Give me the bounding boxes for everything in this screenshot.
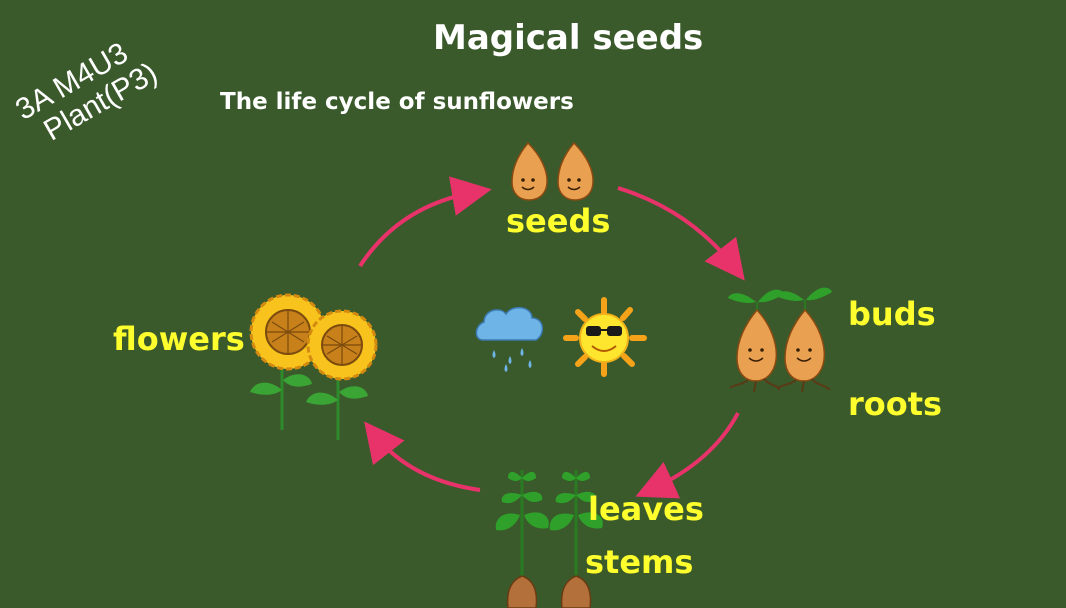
seedling-icon bbox=[495, 470, 549, 608]
sun-with-sunglasses-icon bbox=[563, 297, 647, 377]
page-title: Magical seeds bbox=[433, 18, 704, 58]
page-subtitle: The life cycle of sunflowers bbox=[220, 89, 574, 115]
rain-cloud-icon bbox=[475, 306, 544, 372]
seedling-icon bbox=[549, 470, 603, 608]
cycle-arrow-icon bbox=[364, 421, 481, 492]
seed-icon bbox=[557, 141, 594, 201]
sunflower-icon bbox=[249, 293, 327, 430]
cycle-arrow-icon bbox=[358, 176, 492, 268]
cycle-arrow-icon bbox=[635, 412, 740, 499]
stage-label-roots: roots bbox=[848, 385, 943, 423]
cycle-arrow-icon bbox=[617, 186, 745, 281]
stage-label-flowers: flowers bbox=[113, 320, 245, 358]
stage-label-seeds: seeds bbox=[506, 202, 611, 240]
stage-label-buds: buds bbox=[848, 295, 936, 333]
stage-label-leaves: leaves bbox=[588, 490, 704, 528]
sprout-seed-icon bbox=[728, 289, 784, 393]
stage-label-stems: stems bbox=[585, 543, 694, 581]
seed-icon bbox=[511, 141, 548, 201]
sunflower-icon bbox=[306, 309, 378, 440]
sprout-seed-icon bbox=[776, 287, 832, 393]
